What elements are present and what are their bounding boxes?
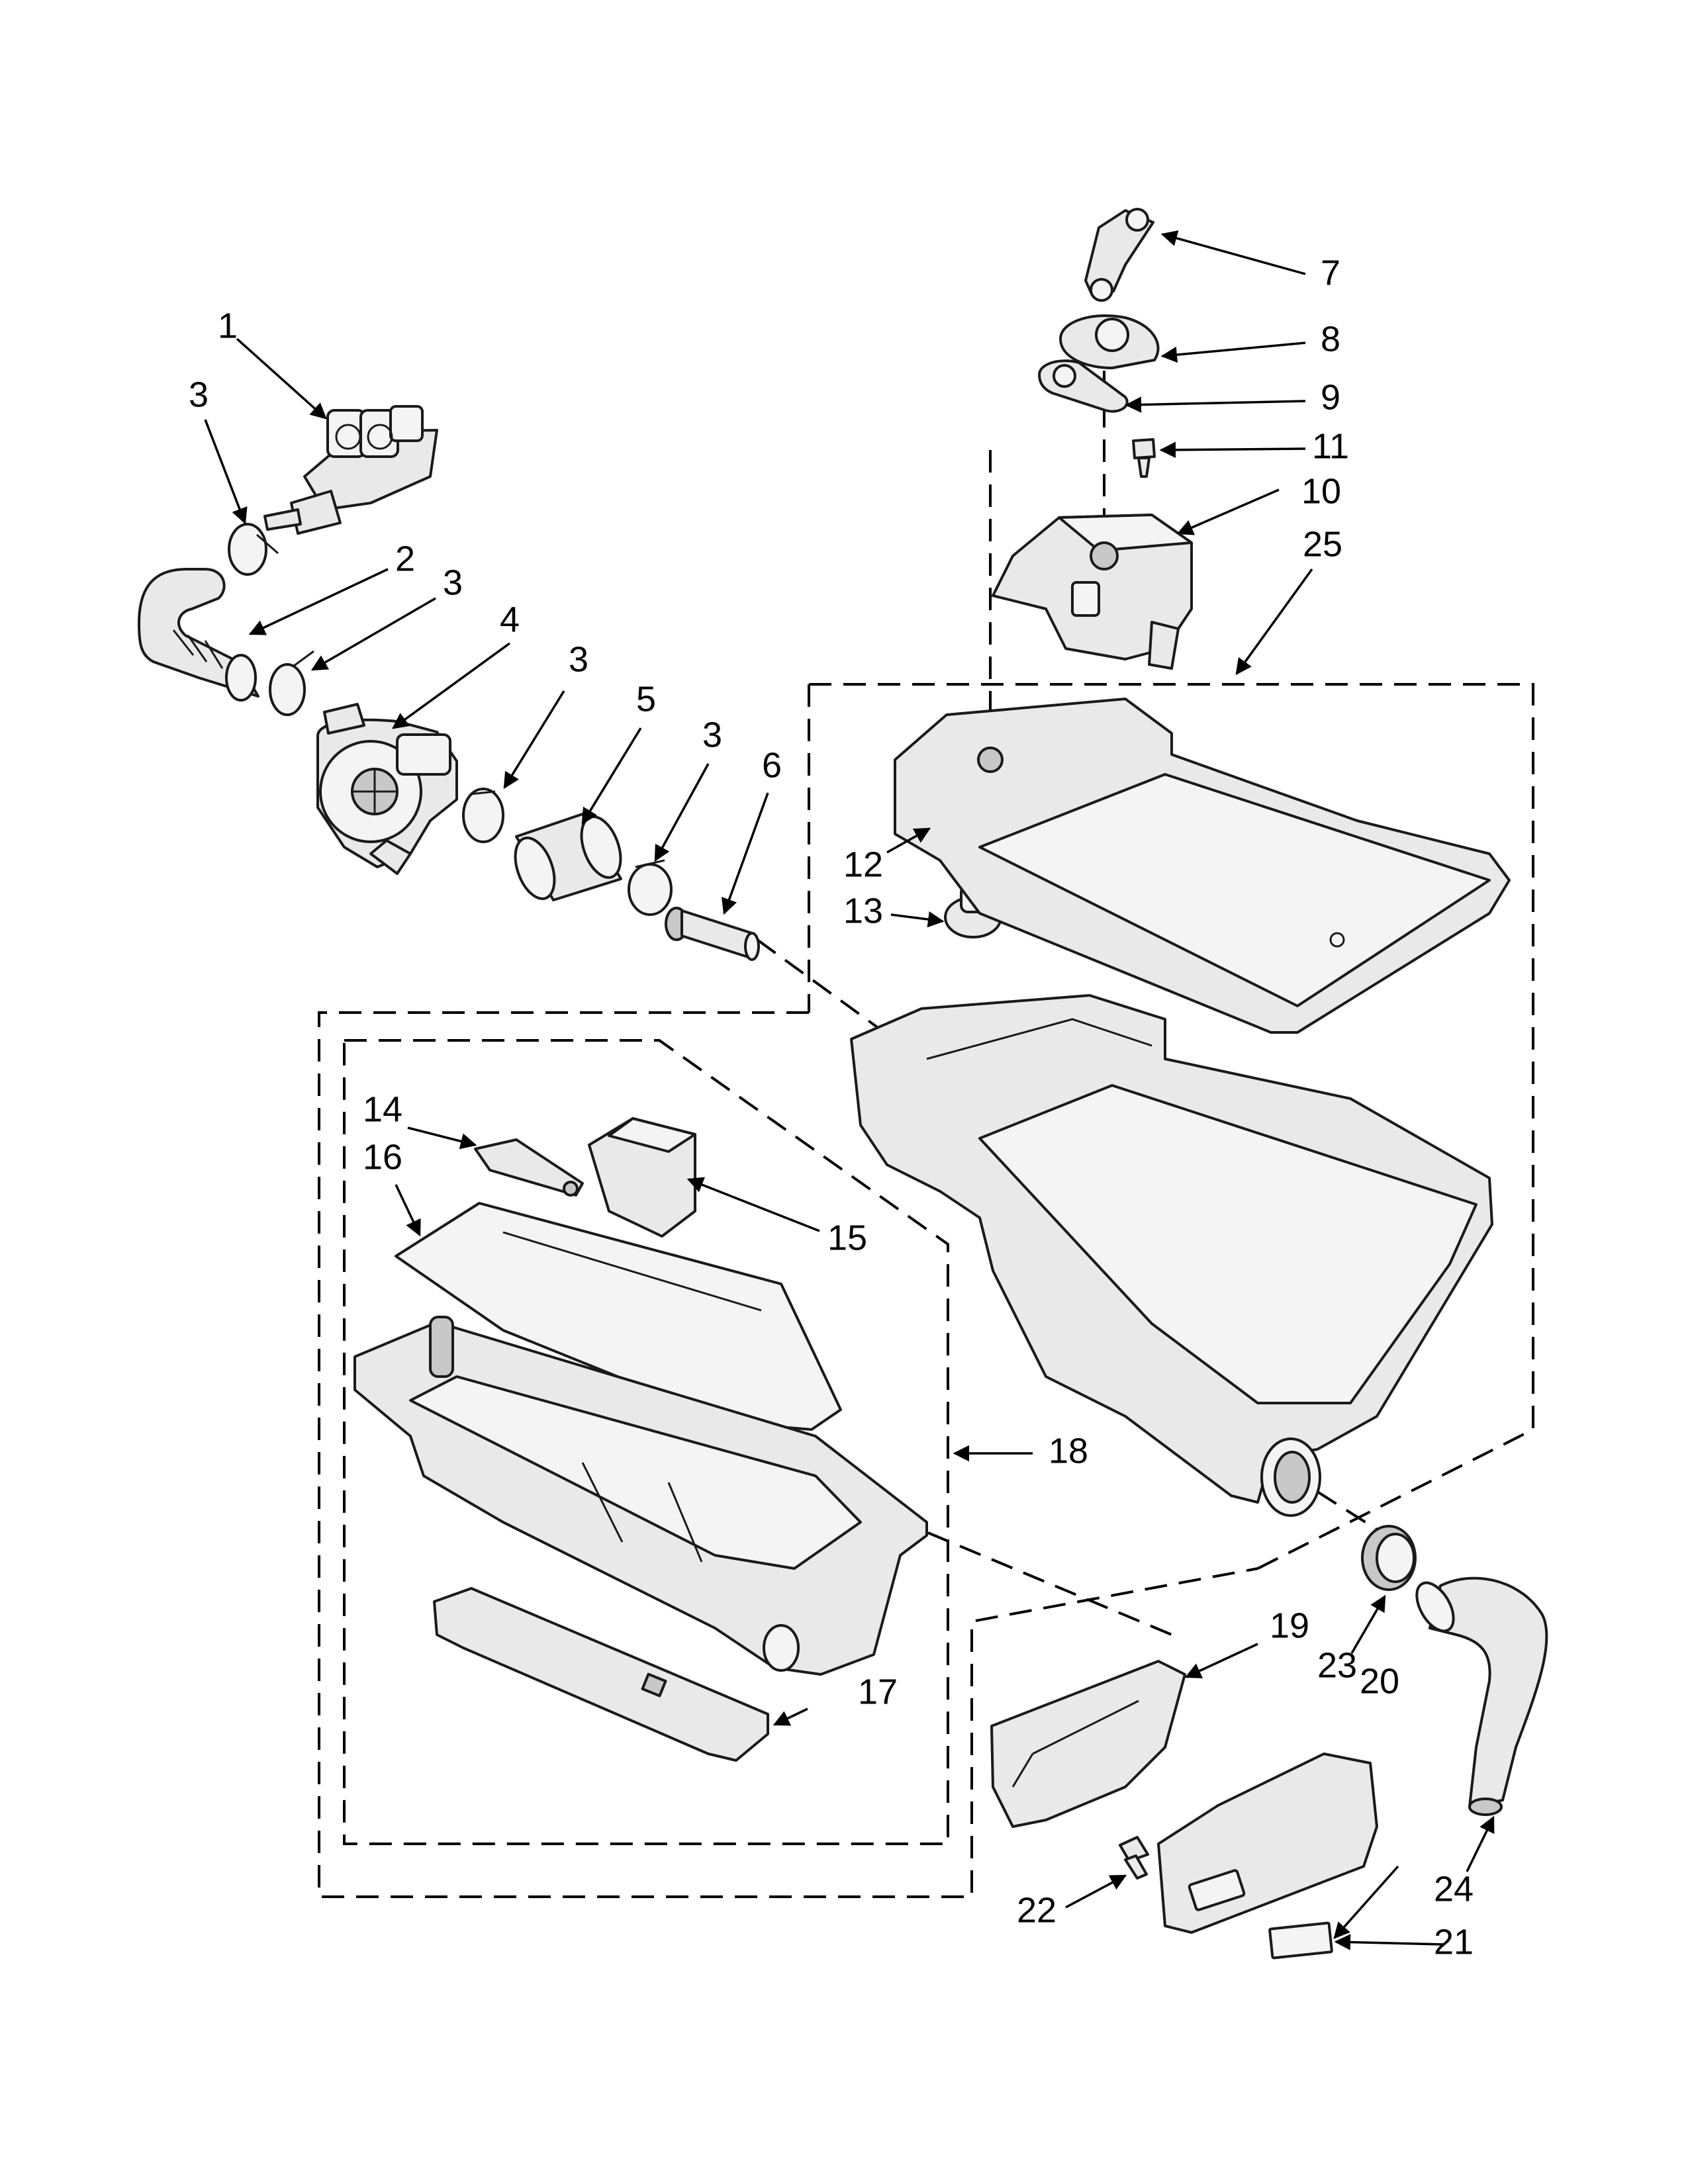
screw-part-11 xyxy=(1132,438,1156,478)
cam-plate-part-8 xyxy=(1059,314,1160,369)
connector-tube-part-5 xyxy=(514,813,622,901)
hose-clamp-part-3d xyxy=(628,859,673,916)
callout-22: 22 xyxy=(1017,1890,1056,1930)
label-part-21 xyxy=(1268,1921,1333,1960)
callout-18: 18 xyxy=(1049,1431,1088,1471)
inlet-hose-part-2 xyxy=(138,568,259,702)
dispenser-housing-part-25 xyxy=(850,994,1493,1517)
assembly-boundary-25 xyxy=(809,683,1534,1570)
hose-clamp-part-3a xyxy=(228,523,279,576)
callout-24: 24 xyxy=(1434,1869,1474,1909)
callout-16: 16 xyxy=(363,1137,402,1177)
callout-19: 19 xyxy=(1270,1606,1309,1645)
callout-9: 9 xyxy=(1321,377,1340,417)
callout-8: 8 xyxy=(1321,319,1340,359)
callout-10: 10 xyxy=(1301,471,1341,511)
callout-7: 7 xyxy=(1321,253,1340,293)
callout-3d: 3 xyxy=(702,715,722,754)
drawer-trim-part-17 xyxy=(433,1587,769,1762)
callout-labels: 1 2 3 3 3 3 4 5 6 7 8 9 10 11 12 13 14 1… xyxy=(189,253,1474,1962)
drain-hose-part-24 xyxy=(1415,1576,1548,1816)
callout-17: 17 xyxy=(858,1672,898,1711)
drawer-handle-part-20 xyxy=(1157,1752,1378,1934)
callout-3c: 3 xyxy=(569,639,588,679)
assembly-boundary-18 xyxy=(318,1011,1258,1898)
hose-clamp-part-3b xyxy=(269,650,314,716)
fill-housing-part-4 xyxy=(316,703,458,875)
leader-lines xyxy=(204,230,1495,1950)
handle-bracket-part-19 xyxy=(990,1660,1186,1828)
screw-part-22 xyxy=(1119,1836,1149,1880)
alignment-line-19 xyxy=(927,1531,1172,1636)
drawer-cover-part-16 xyxy=(395,1202,842,1431)
alignment-line-6 xyxy=(756,938,895,1040)
callout-25: 25 xyxy=(1303,524,1342,564)
nozzle-part-6 xyxy=(665,907,760,961)
dispenser-cover xyxy=(894,698,1511,1034)
callout-13: 13 xyxy=(843,891,883,931)
actuator-link-part-7 xyxy=(1084,208,1154,302)
bleach-cup-part-15 xyxy=(588,1117,696,1238)
actuator-motor-part-10 xyxy=(992,514,1193,670)
callout-11: 11 xyxy=(1312,426,1349,466)
gasket-part-9 xyxy=(1038,359,1129,413)
dispenser-drawer-boundary xyxy=(343,1039,949,1845)
callout-4: 4 xyxy=(500,600,520,639)
dispenser-drawer-part-18 xyxy=(353,1316,928,1676)
callout-12: 12 xyxy=(843,844,883,884)
callout-15: 15 xyxy=(827,1218,867,1257)
callout-20: 20 xyxy=(1360,1661,1399,1701)
hose-clamp-part-3c xyxy=(462,788,504,843)
siphon-part-14 xyxy=(474,1138,584,1197)
callout-14: 14 xyxy=(363,1089,402,1129)
callout-3b: 3 xyxy=(443,563,463,602)
callout-3a: 3 xyxy=(189,375,209,414)
callout-5: 5 xyxy=(636,679,656,719)
water-valve-part-1 xyxy=(263,405,438,535)
callout-6: 6 xyxy=(762,745,782,785)
grommet-part-23 xyxy=(1361,1525,1417,1591)
callout-2: 2 xyxy=(395,539,415,578)
callout-21: 21 xyxy=(1434,1922,1474,1962)
callout-1: 1 xyxy=(218,306,238,345)
callout-23: 23 xyxy=(1317,1645,1357,1685)
